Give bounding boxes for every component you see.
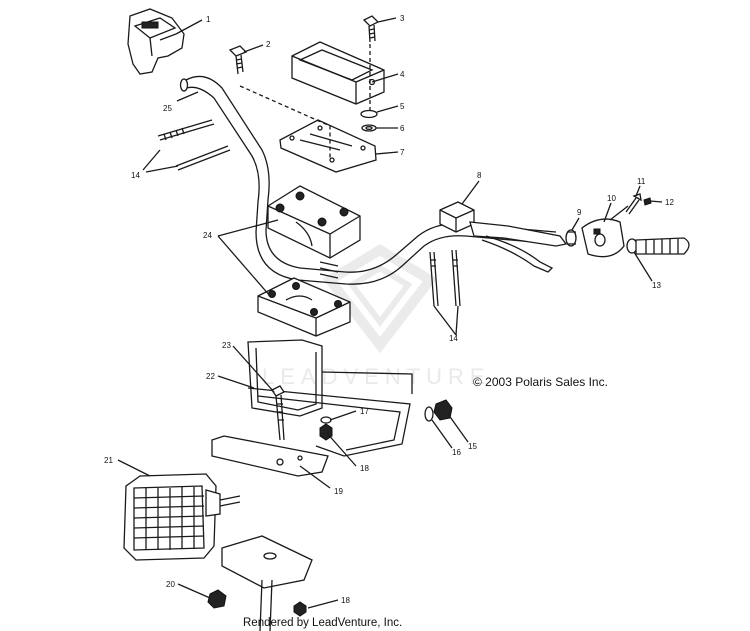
part-9-clamp-ring <box>565 229 577 247</box>
callout-9: 9 <box>577 208 582 217</box>
part-5-washer <box>360 109 378 119</box>
part-17-washer <box>320 416 332 424</box>
part-11-screw <box>625 193 642 215</box>
part-13-grip <box>626 237 690 255</box>
part-18-nut-lower <box>293 601 307 617</box>
watermark-text: LEADVENTURE <box>262 364 491 389</box>
callout-22: 22 <box>206 372 215 381</box>
callout-3: 3 <box>400 14 405 23</box>
part-24-lower-clamp <box>257 277 351 337</box>
part-15-nut <box>433 399 453 421</box>
part-19-mounting-plate <box>211 435 329 477</box>
part-25-handlebar <box>179 75 557 285</box>
callout-4: 4 <box>400 70 405 79</box>
callout-19: 19 <box>334 487 343 496</box>
callout-14-right: 14 <box>449 334 458 343</box>
part-22-front-rack <box>247 339 413 457</box>
callout-11: 11 <box>637 177 646 186</box>
part-16-washer <box>424 406 434 422</box>
callout-12: 12 <box>665 198 674 207</box>
callout-13: 13 <box>652 281 661 290</box>
part-12-nut <box>643 197 652 206</box>
part-6-lock-washer <box>361 124 377 132</box>
copyright-text: © 2003 Polaris Sales Inc. <box>473 375 608 389</box>
part-8-brake-lever <box>439 201 568 273</box>
callout-labels: 1 2 3 4 5 6 7 8 9 10 11 12 13 14 14 15 1… <box>104 14 674 605</box>
part-23-bolt <box>271 385 285 441</box>
part-20-clip <box>207 589 227 609</box>
callout-24: 24 <box>203 231 212 240</box>
callout-14-left: 14 <box>131 171 140 180</box>
callout-18-upper: 18 <box>360 464 369 473</box>
callout-8: 8 <box>477 171 482 180</box>
callout-10: 10 <box>607 194 616 203</box>
rendered-by-text: Rendered by LeadVenture, Inc. <box>243 617 402 629</box>
callout-18-lower: 18 <box>341 596 350 605</box>
callout-17: 17 <box>360 407 369 416</box>
part-21-headlight <box>123 473 241 561</box>
callout-20: 20 <box>166 580 175 589</box>
callout-25: 25 <box>163 104 172 113</box>
callout-15: 15 <box>468 442 477 451</box>
callout-6: 6 <box>400 124 405 133</box>
part-1-switch-housing <box>127 8 185 75</box>
part-24-upper-clamp <box>267 185 361 259</box>
callout-2: 2 <box>266 40 271 49</box>
callout-16: 16 <box>452 448 461 457</box>
part-14-long-bolts-right <box>429 249 461 307</box>
part-2-bolt <box>228 45 248 75</box>
callout-7: 7 <box>400 148 405 157</box>
callout-23: 23 <box>222 341 231 350</box>
callout-21: 21 <box>104 456 113 465</box>
leadventure-watermark: LEADVENTURE <box>262 244 491 389</box>
assembly-dashed-line <box>239 44 371 160</box>
callout-leader-lines <box>117 17 663 609</box>
part-10-throttle-housing <box>581 205 629 258</box>
part-3-bolt <box>362 15 380 43</box>
callout-1: 1 <box>206 15 211 24</box>
lower-bracket-plate <box>221 535 313 631</box>
part-14-long-bolts-left <box>157 119 231 171</box>
callout-5: 5 <box>400 102 405 111</box>
